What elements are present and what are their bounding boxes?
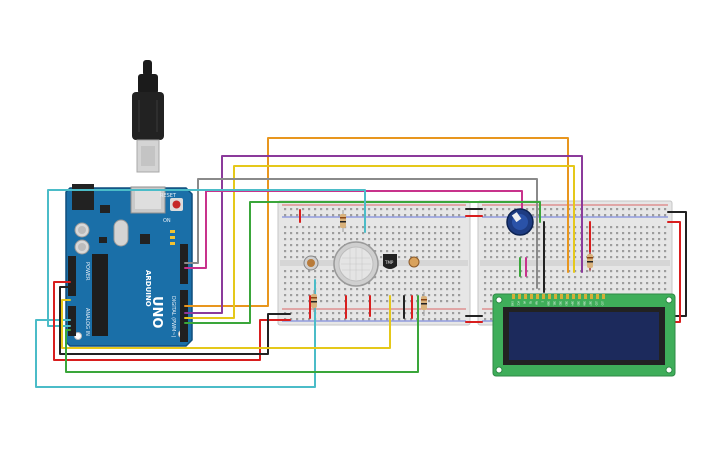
- digital-header-low: [180, 290, 188, 342]
- wire-teal-lower[interactable]: [35, 279, 316, 388]
- photoresistor[interactable]: [303, 255, 319, 271]
- lcd-pin[interactable]: [512, 294, 515, 299]
- lcd-pin-label: DB6: [583, 301, 586, 306]
- power-label: POWER: [84, 262, 90, 281]
- lcd-pin-label: DB2: [559, 301, 562, 306]
- arduino-model-label: UNO: [149, 296, 164, 329]
- potentiometer[interactable]: [506, 208, 534, 236]
- digital-label: DIGITAL (PWM~): [170, 296, 176, 338]
- lcd-pin-label: V0: [523, 301, 526, 304]
- analog-header: [68, 306, 76, 336]
- on-label: ON: [163, 218, 171, 224]
- gas-sensor[interactable]: [333, 241, 379, 287]
- lcd-pin-label: E: [541, 301, 544, 303]
- wire-green-lower[interactable]: [65, 295, 419, 373]
- wire-orange[interactable]: [184, 137, 569, 307]
- lcd-pin[interactable]: [554, 294, 557, 299]
- wire-green-top[interactable]: [184, 201, 541, 324]
- lcd-pin[interactable]: [548, 294, 551, 299]
- resistor-top-1[interactable]: [340, 210, 346, 232]
- lcd-pin[interactable]: [542, 294, 545, 299]
- analog-label: ANALOG IN: [84, 308, 90, 336]
- lcd-pin-label: VCC: [517, 301, 520, 306]
- arduino-uno-board[interactable]: ARDUINO UNO POWER ANALOG IN DIGITAL (PWM…: [65, 184, 193, 347]
- lcd-pin-label: GND: [511, 301, 514, 306]
- lcd-pin-label: DB0: [547, 301, 550, 306]
- lcd-pin[interactable]: [578, 294, 581, 299]
- lcd-pin[interactable]: [530, 294, 533, 299]
- arduino-brand-label: ARDUINO: [144, 270, 152, 307]
- lcd-screen: [509, 312, 659, 360]
- power-header: [68, 256, 76, 296]
- digital-header-high: [180, 244, 188, 284]
- lcd-pin-label: DB1: [553, 301, 556, 306]
- lcd-pin-label: LED: [601, 301, 604, 306]
- lcd-pin[interactable]: [590, 294, 593, 299]
- wire-gray[interactable]: [184, 178, 538, 289]
- power-jack: [72, 184, 94, 210]
- lcd-pin[interactable]: [572, 294, 575, 299]
- lcd-pin[interactable]: [524, 294, 527, 299]
- resistor-bottom-1[interactable]: [311, 290, 317, 312]
- wire-red-gnd[interactable]: [53, 281, 291, 361]
- lcd-pin-label: LED: [595, 301, 598, 306]
- resistor-bottom-2[interactable]: [421, 292, 427, 316]
- lcd-pin-label: RS: [529, 301, 532, 305]
- wire-black-gnd[interactable]: [59, 286, 291, 355]
- lcd-pin[interactable]: [518, 294, 521, 299]
- lcd-pin[interactable]: [584, 294, 587, 299]
- lcd-pin[interactable]: [602, 294, 605, 299]
- resistor-lcd-backlight[interactable]: [587, 252, 593, 272]
- lcd-pin[interactable]: [536, 294, 539, 299]
- lcd-pin-label: DB7: [589, 301, 592, 306]
- reset-label: RESET: [160, 193, 177, 199]
- temperature-sensor[interactable]: TMP: [383, 254, 397, 269]
- usb-cable: [132, 60, 164, 173]
- wire-purple[interactable]: [184, 155, 583, 314]
- wire-yellow-lower[interactable]: [61, 295, 391, 349]
- atmega-chip: [92, 254, 108, 336]
- lcd-pin[interactable]: [566, 294, 569, 299]
- wire-black-right[interactable]: [667, 211, 687, 317]
- lcd-pin-label: DB4: [571, 301, 574, 306]
- lcd-pin[interactable]: [560, 294, 563, 299]
- lcd-pin-label: DB3: [565, 301, 568, 306]
- wire-yellow[interactable]: [184, 165, 575, 319]
- photoresistor-2[interactable]: [408, 256, 420, 268]
- wire-teal[interactable]: [47, 189, 366, 327]
- temperature-sensor-label: TMP: [384, 260, 394, 265]
- lcd-pin-label: RW: [535, 301, 538, 305]
- lcd-pin-label: DB5: [577, 301, 580, 306]
- lcd-pin[interactable]: [596, 294, 599, 299]
